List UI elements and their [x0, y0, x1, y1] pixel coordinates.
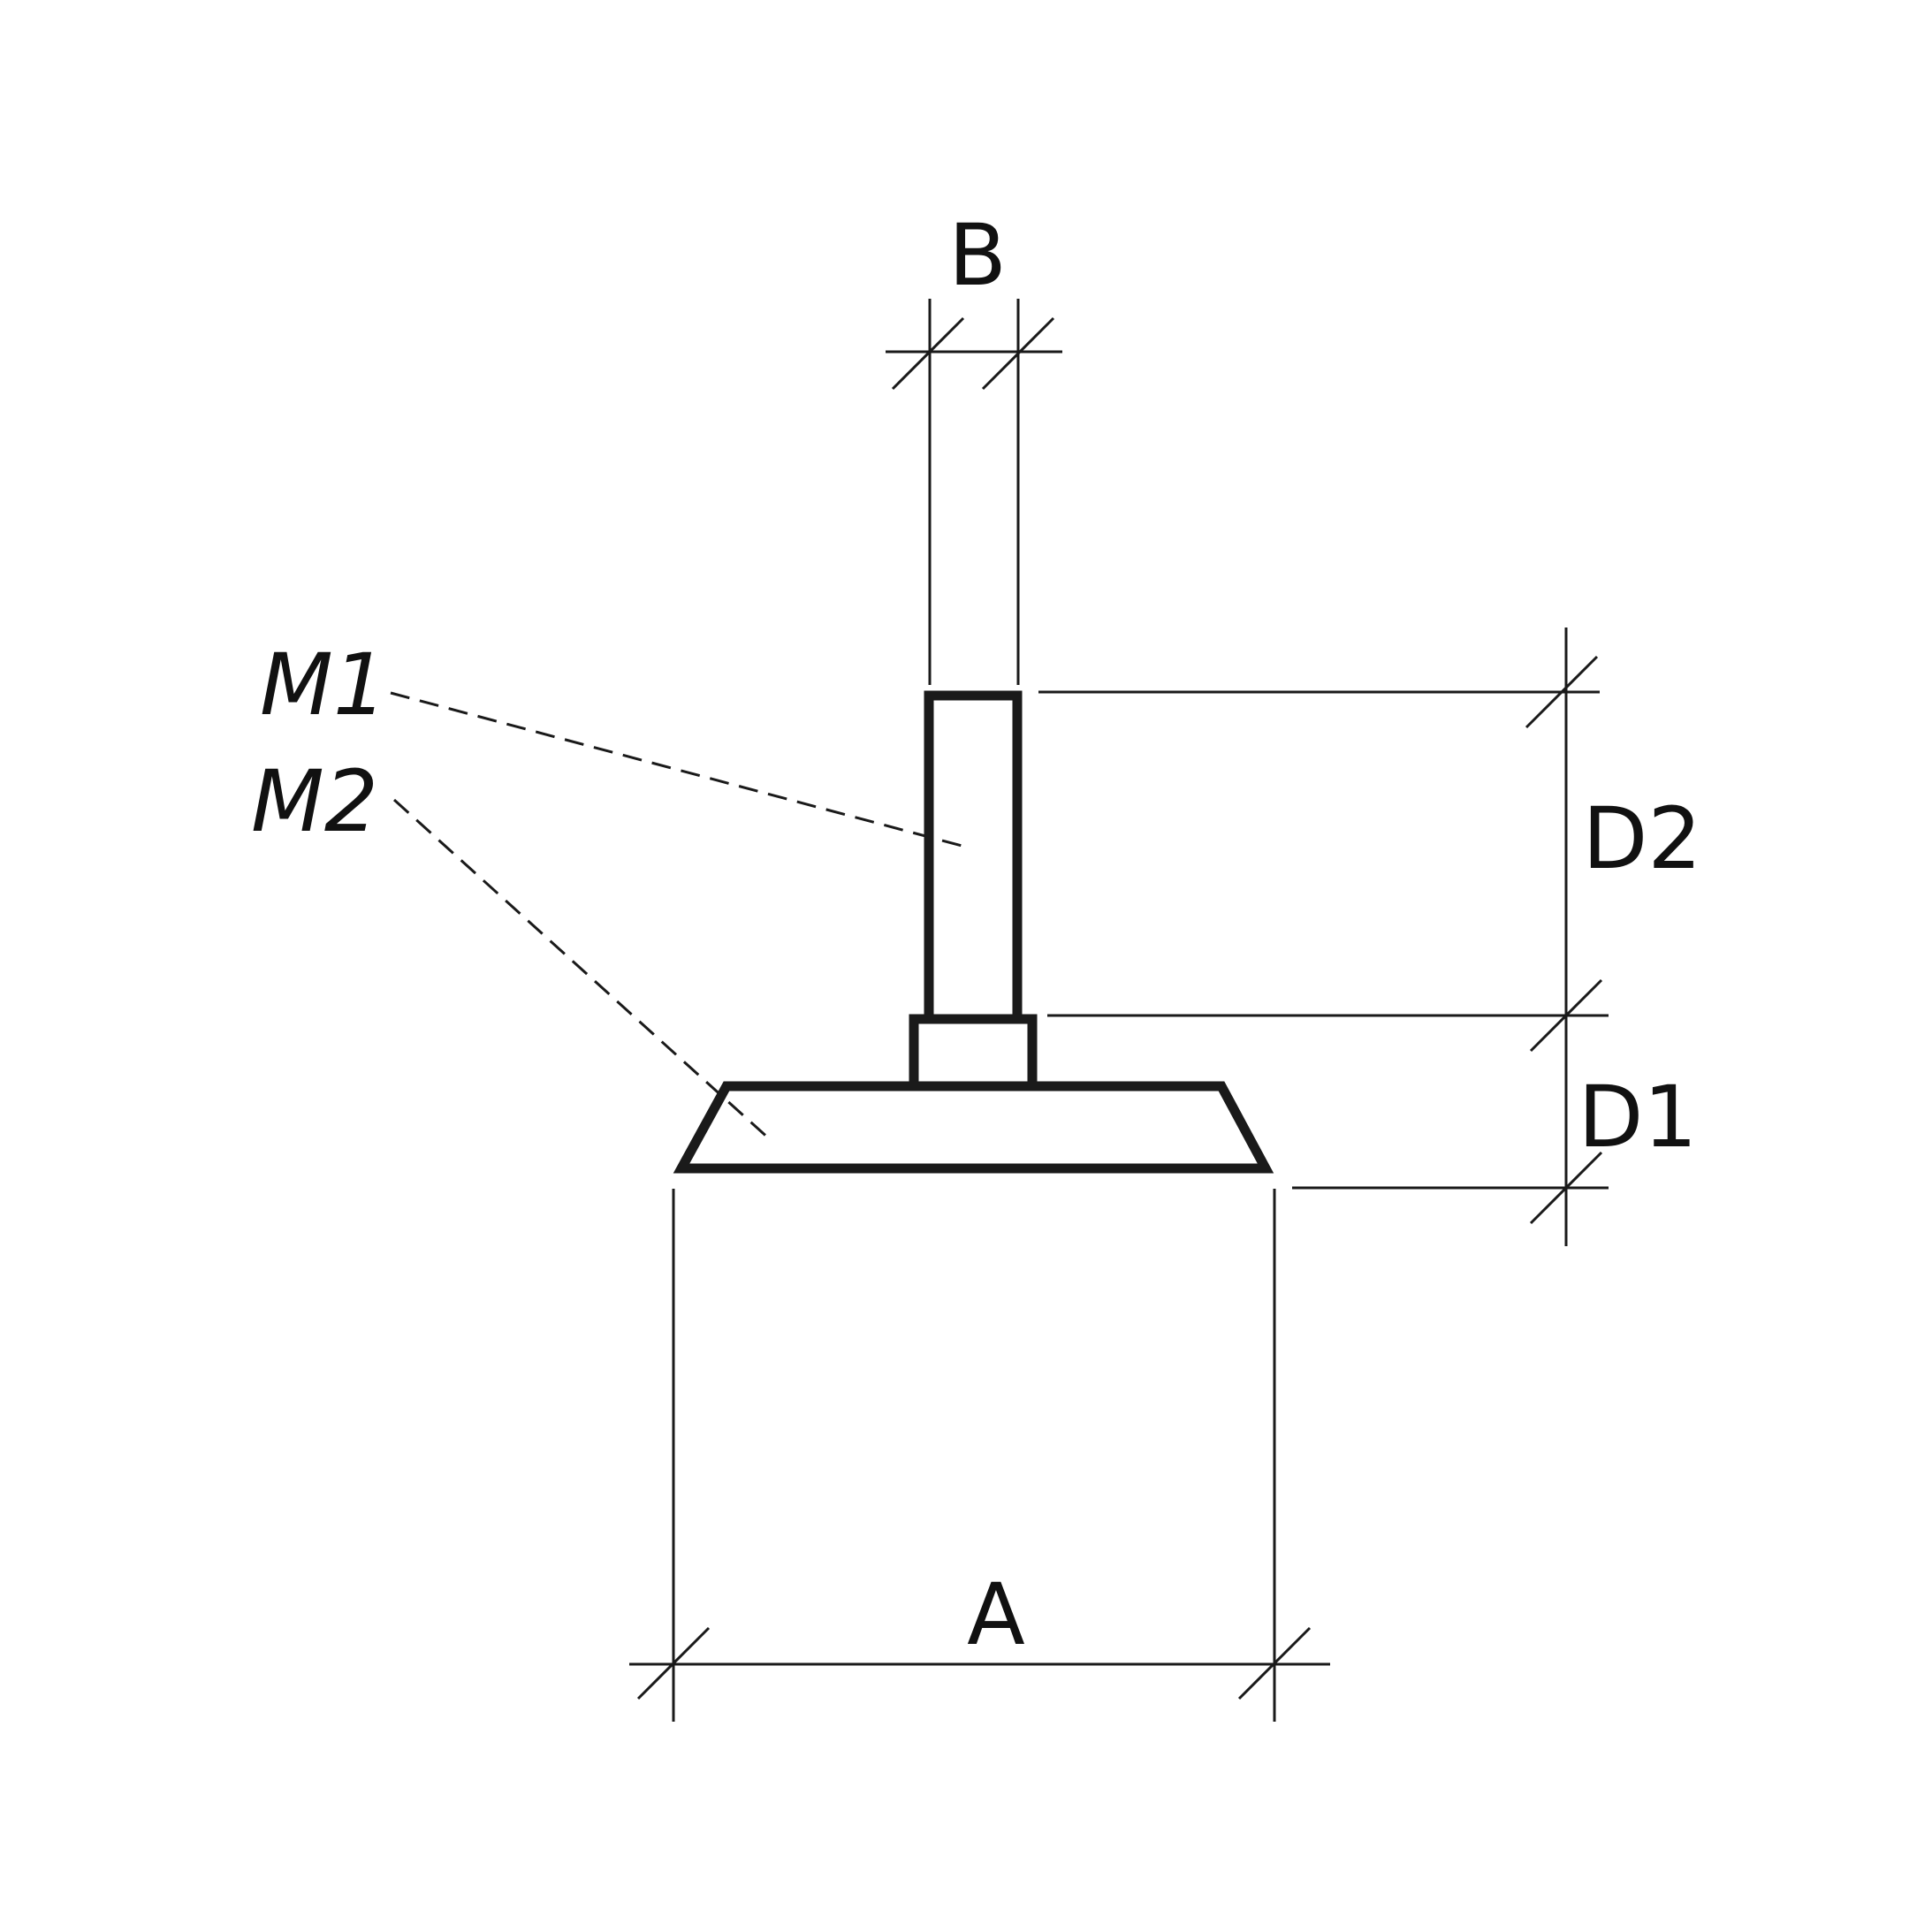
part-outline — [673, 690, 1274, 1174]
leader-m1 — [390, 691, 966, 848]
dimension-d2: D2 — [1038, 628, 1702, 1246]
dimension-label-d2: D2 — [1583, 789, 1702, 888]
leader-m2 — [392, 798, 772, 1142]
dimension-label-b: B — [948, 206, 1007, 305]
hex-collar — [909, 1014, 1038, 1092]
dimension-label-a: A — [967, 1565, 1025, 1664]
threaded-stud — [924, 690, 1023, 1024]
dimension-d1: D1 — [1292, 1068, 1698, 1225]
material-label-m1: M1 — [260, 635, 387, 734]
dimension-b: B — [886, 206, 1062, 685]
material-callouts: M1 M2 — [251, 635, 966, 1142]
material-label-m2: M2 — [251, 752, 378, 851]
base-pad — [673, 1081, 1274, 1174]
dimension-label-d1: D1 — [1578, 1068, 1698, 1167]
dimension-a: A — [629, 1189, 1330, 1722]
